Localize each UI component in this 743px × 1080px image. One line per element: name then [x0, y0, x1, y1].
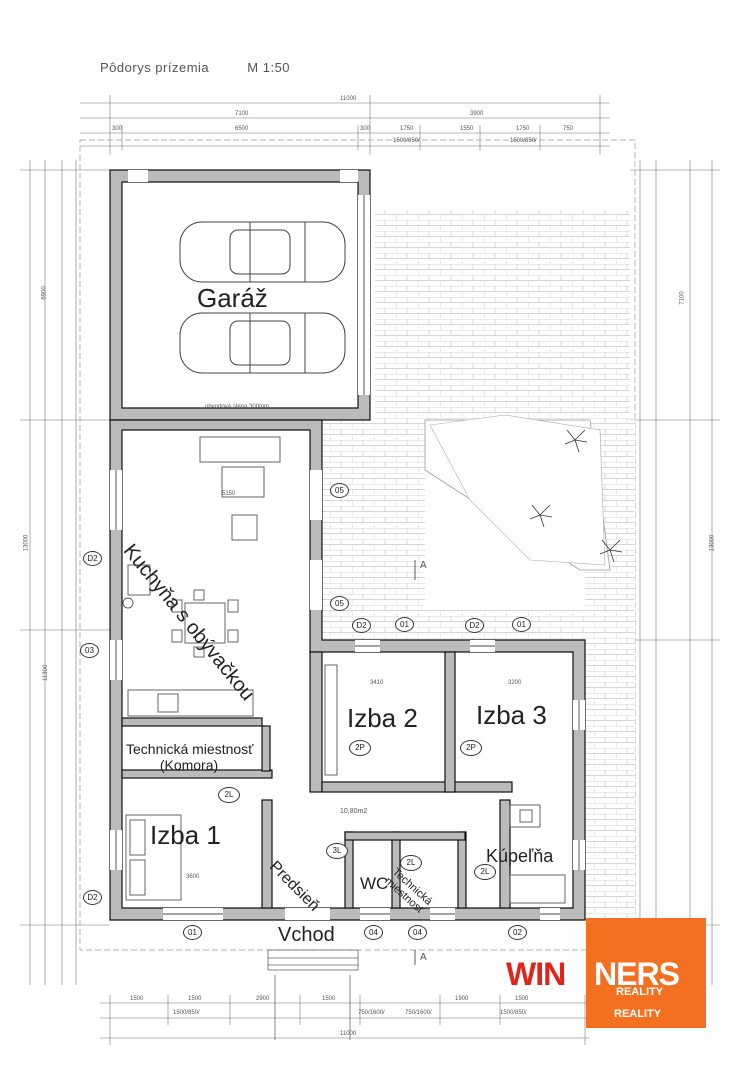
logo-sub-reality-bottom: REALITY: [614, 1008, 662, 1020]
dim-bottom-total: 11000: [340, 1031, 357, 1037]
logo-sub-reality-top: REALITY: [616, 986, 664, 998]
tag-04-b: 04: [408, 925, 427, 940]
room-izba-1: Izba 1: [150, 820, 221, 850]
tag-d2-left: D2: [83, 551, 102, 566]
garden-bed: [429, 414, 606, 566]
dim-izba2-width: 3410: [370, 680, 384, 686]
dim-right-b: 13000: [709, 534, 716, 552]
room-wc: WC: [360, 874, 389, 893]
walls: [109, 169, 586, 921]
tag-02: 02: [508, 925, 527, 940]
dim-window-5: 750/1600/: [405, 1010, 432, 1016]
dim-top-c3: 300: [360, 126, 371, 132]
tag-d2-middle: D2: [352, 618, 371, 633]
tag-05-lower: 05: [330, 596, 349, 611]
dim-top-c4: 1750: [400, 126, 414, 132]
door-2p-izba3: 2P: [460, 740, 482, 756]
tag-01-c: 01: [183, 925, 202, 940]
dim-top-total: 11000: [340, 96, 357, 102]
tag-d2-right: D2: [465, 618, 484, 633]
door-2l-technical: 2L: [400, 855, 422, 871]
dim-top-c7: 750: [563, 126, 574, 132]
section-a-lower: A: [420, 952, 427, 963]
garden-plants: [529, 429, 623, 563]
dim-top-c1: 300: [112, 126, 123, 132]
dim-window-3: 1500/850/: [173, 1010, 200, 1016]
dim-bottom-b: 1500: [188, 996, 202, 1002]
side-dimension-lines: [20, 160, 720, 985]
dim-left-total: 13000: [23, 534, 30, 552]
dim-top-c2: 6500: [235, 126, 249, 132]
wall-note: obvodová stena 300mm: [205, 404, 270, 410]
dim-top-c5: 1550: [460, 126, 474, 132]
logo-orange-block: [586, 918, 706, 1028]
dim-window-2: 1500/850/: [510, 138, 537, 144]
living-furniture: [122, 436, 281, 717]
plan-scale: M 1:50: [247, 60, 291, 75]
section-a-upper: A: [420, 560, 427, 571]
dim-left-a: 6900: [41, 286, 48, 300]
door-2l-izba1: 2L: [218, 787, 240, 803]
room-bath: Kúpeľňa: [486, 846, 554, 866]
dim-izba3-width: 3200: [508, 680, 522, 686]
tag-d2-left-bottom: D2: [83, 890, 102, 905]
room-technical-a-line2: (Komora): [159, 757, 219, 773]
tag-01-a: 01: [395, 617, 414, 632]
dim-left-b: 11300: [43, 664, 50, 682]
bedroom-furniture: [125, 664, 566, 904]
top-dimension-lines: [80, 95, 610, 155]
room-technical-a: Technická miestnosť (Komora): [126, 741, 254, 773]
dim-right-a: 7100: [679, 291, 686, 305]
logo-text-ners: NERS: [594, 956, 680, 992]
bottom-dimension-lines: [100, 995, 590, 1045]
room-entrance: Vchod: [278, 924, 335, 946]
dim-window-1: 1500/850/: [393, 138, 420, 144]
door-3l-hall: 3L: [326, 843, 348, 859]
dim-top-c6: 1750: [516, 126, 530, 132]
tag-03: 03: [80, 643, 99, 658]
dim-bottom-f: 1500: [515, 996, 529, 1002]
winners-reality-logo: WIN NERS REALITY REALITY: [506, 918, 706, 1028]
tag-04-a: 04: [364, 925, 383, 940]
dim-kitchen-width: 5150: [222, 491, 236, 497]
window-lines: [115, 195, 580, 915]
dim-bottom-e: 1900: [455, 996, 469, 1002]
plan-title-text: Pôdorys prízemia: [100, 60, 210, 75]
room-garage: Garáž: [197, 283, 268, 313]
dim-window-4: 750/1600/: [358, 1010, 385, 1016]
plan-title: Pôdorys prízemia M 1:50: [100, 60, 324, 75]
dim-bottom-a: 1500: [130, 996, 144, 1002]
dim-bottom-d: 1500: [322, 996, 336, 1002]
logo-text-win: WIN: [506, 956, 566, 992]
room-izba-3: Izba 3: [476, 700, 547, 730]
dim-top-b: 3900: [470, 111, 484, 117]
dim-top-a: 7100: [235, 111, 249, 117]
dim-area: 10,80m2: [340, 808, 368, 815]
entrance-steps: [267, 949, 359, 1040]
room-technical-a-line1: Technická miestnosť: [126, 741, 254, 757]
dim-window-6: 1500/850/: [500, 1010, 527, 1016]
room-izba-2: Izba 2: [347, 703, 418, 733]
tag-01-b: 01: [512, 617, 531, 632]
car-top: [179, 221, 346, 283]
tag-05-upper: 05: [330, 483, 349, 498]
dim-bottom-c: 2900: [256, 996, 270, 1002]
door-2l-bath: 2L: [474, 864, 496, 880]
paving-top: [375, 210, 630, 430]
door-2p-izba2: 2P: [349, 740, 371, 756]
dim-izba1-width: 3600: [186, 874, 200, 880]
car-bottom: [179, 312, 346, 374]
